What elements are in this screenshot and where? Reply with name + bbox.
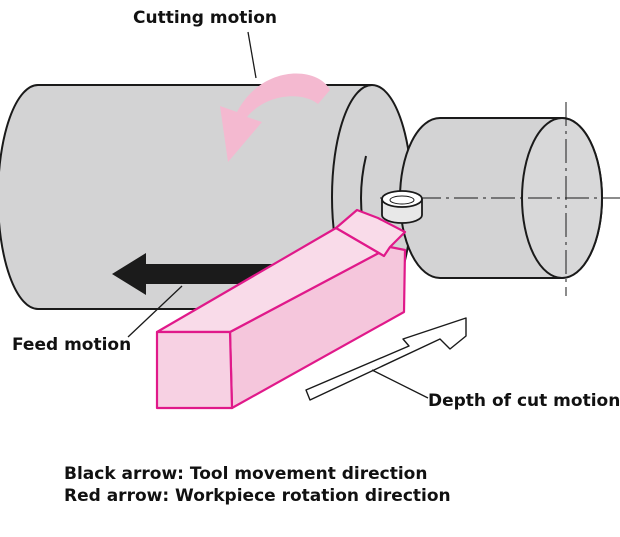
depth-of-cut-arrow: [305, 317, 467, 401]
depth-of-cut-leader: [371, 369, 429, 399]
feed-motion-leader: [127, 285, 183, 338]
cutting-motion-label: Cutting motion: [133, 8, 277, 28]
cutting-motion-leader: [247, 31, 257, 79]
rotation-arrow: [220, 73, 330, 162]
legend-black-arrow: Black arrow: Tool movement direction: [64, 464, 428, 484]
chip: [381, 190, 423, 224]
feed-arrow: [112, 253, 290, 295]
cutting-tool: [155, 208, 407, 410]
feed-motion-label: Feed motion: [12, 335, 132, 355]
legend-red-arrow: Red arrow: Workpiece rotation direction: [64, 486, 451, 506]
depth-of-cut-motion-label: Depth of cut motion: [428, 391, 620, 411]
legend: Black arrow: Tool movement direction Red…: [64, 463, 451, 507]
